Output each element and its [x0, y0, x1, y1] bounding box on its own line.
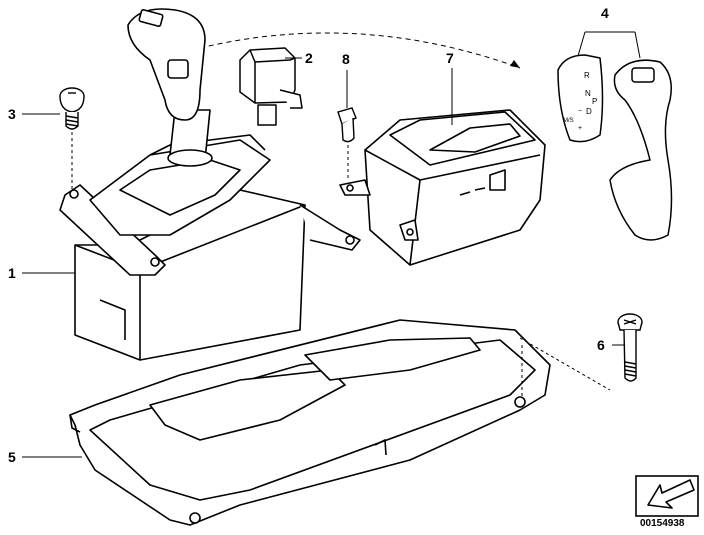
- document-logo-box: [635, 475, 699, 517]
- callout-1: 1: [8, 265, 16, 281]
- leader-dashed-shifter-to-4: [199, 32, 521, 69]
- callout-leaders: [22, 31, 641, 458]
- gear-indicator-plus: +: [578, 125, 582, 132]
- callout-2: 2: [305, 50, 313, 66]
- part-2-switch-connector: [239, 47, 303, 126]
- part-1-gear-selector-housing: [59, 8, 361, 361]
- part-7-control-unit: [339, 109, 546, 266]
- part-4-knob-covers: [557, 54, 673, 241]
- leader-4: [577, 31, 641, 59]
- callout-7: 7: [446, 50, 454, 66]
- callout-3: 3: [8, 106, 16, 122]
- part-8-screw: [337, 107, 357, 143]
- document-number: 00154938: [640, 518, 685, 529]
- callout-6: 6: [597, 337, 605, 353]
- part-3-screw: [59, 87, 85, 130]
- gear-indicator-d: D: [586, 107, 592, 116]
- gear-indicator-p: P: [592, 97, 597, 106]
- part-6-bolt: [617, 313, 643, 382]
- callout-4: 4: [601, 5, 609, 21]
- gear-indicator-minus: −: [578, 108, 582, 115]
- gear-indicator-ms: M/S: [563, 118, 574, 124]
- gear-indicator-r: R: [584, 71, 590, 80]
- dashed-line-frame-right: [519, 337, 611, 391]
- gear-indicator-n: N: [585, 89, 591, 98]
- arrow-down-left-icon: [647, 479, 695, 509]
- callout-5: 5: [8, 449, 16, 465]
- arrowhead-icon: [510, 60, 520, 68]
- part-5-trim-frame: [69, 319, 551, 526]
- callout-8: 8: [342, 51, 350, 67]
